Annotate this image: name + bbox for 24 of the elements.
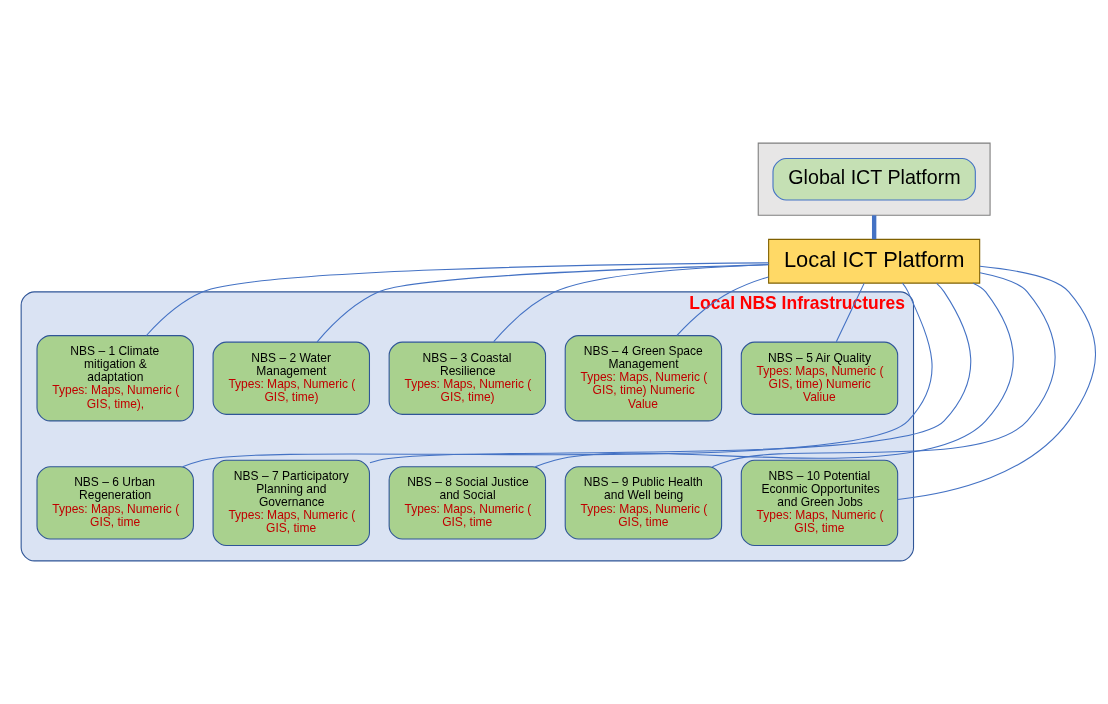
connector: [145, 262, 770, 337]
cluster: [757, 142, 991, 216]
connector: [871, 215, 877, 240]
node-box: NBS – 1 Climate mitigation & adaptation Types: Maps, Numeric ( GIS, time),: [36, 335, 194, 422]
connector: [182, 282, 933, 468]
node-box: NBS – 9 Public Health and Well being Types: Maps, Numeric ( GIS, time: [564, 466, 723, 540]
connector: [493, 264, 769, 343]
connector: [534, 282, 1014, 468]
node-box: NBS – 2 Water Management Types: Maps, Numeric ( GIS, time): [212, 341, 370, 415]
connector: [711, 272, 1056, 468]
connector: [897, 265, 1097, 500]
node-box: NBS – 5 Air Quality Types: Maps, Numeric ( GIS, time) Numeric Valiue: [740, 341, 899, 415]
node-box: NBS – 10 Potential Econmic Opportunites and Green Jobs Types: Maps, Numeric ( GIS, time: [740, 459, 899, 547]
node-box: Global ICT Platform: [772, 157, 976, 201]
connector: [316, 264, 770, 343]
connector: [369, 282, 972, 464]
connector: [835, 282, 865, 343]
node-box: NBS – 4 Green Space Management Types: Maps, Numeric ( GIS, time) Numeric Value: [564, 335, 723, 422]
node-box: NBS – 8 Social Justice and Social Types: Maps, Numeric ( GIS, time: [388, 466, 547, 540]
node-box: NBS – 7 Participatory Planning and Governance Types: Maps, Numeric ( GIS, time: [212, 459, 370, 547]
node-box: Local ICT Platform: [768, 238, 981, 284]
connector: [676, 276, 769, 336]
node-box: NBS – 3 Coastal Resilience Types: Maps, Numeric ( GIS, time): [388, 341, 547, 415]
node-box: NBS – 6 Urban Regeneration Types: Maps, Numeric ( GIS, time: [36, 466, 194, 540]
